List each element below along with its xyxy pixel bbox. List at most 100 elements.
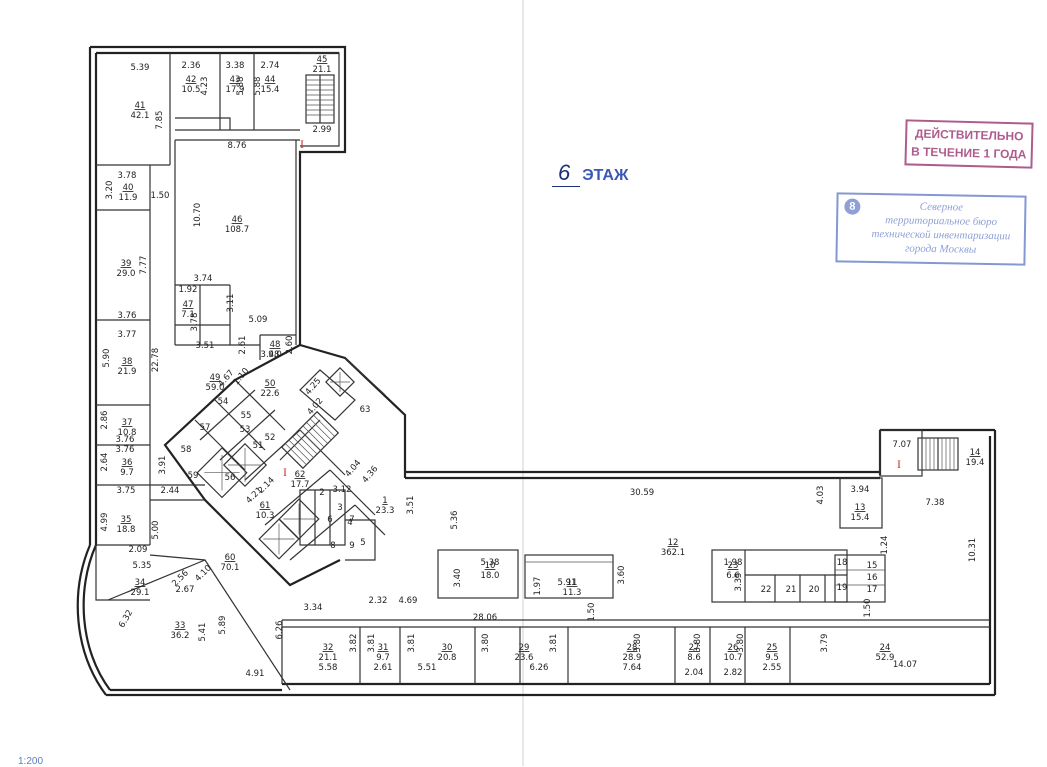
- room-area: 10.5: [182, 85, 201, 95]
- room-number: 13: [855, 503, 866, 513]
- dimension-label: 2.61: [238, 336, 248, 355]
- room-area: 108.7: [225, 225, 249, 235]
- small-room-number: 55: [241, 411, 252, 421]
- small-room-number: 19: [837, 583, 848, 593]
- room-number: 35: [121, 515, 132, 525]
- room-area: 42.1: [131, 111, 150, 121]
- room-area: 21.9: [118, 367, 137, 377]
- room-number: 30: [442, 643, 453, 653]
- floor-number: 6: [552, 160, 581, 187]
- dimension-label: 3.81: [407, 634, 417, 653]
- room-number: 37: [122, 418, 133, 428]
- dimension-label: 1.92: [179, 285, 198, 295]
- dimension-label: 5.51: [418, 663, 437, 673]
- dimension-label: 3.20: [105, 181, 115, 200]
- room-area: 15.4: [261, 85, 280, 95]
- dimension-label: 4.02: [306, 396, 326, 417]
- room-number: 49: [210, 373, 221, 383]
- bti-stamp-line3: технической инвентаризации: [871, 227, 1011, 243]
- small-room-number: 18: [837, 558, 848, 568]
- dimension-label: 3.91: [158, 456, 168, 475]
- dimension-label: 4.99: [100, 513, 110, 532]
- room-number: 40: [123, 183, 134, 193]
- room-number: 61: [260, 501, 271, 511]
- small-room-number: 21: [786, 585, 797, 595]
- room-area: 59.0: [206, 383, 225, 393]
- small-room-number: 54: [218, 397, 229, 407]
- small-room-number: 59: [188, 471, 199, 481]
- dimension-label: 4.25: [304, 376, 324, 397]
- dimension-label: 1.24: [880, 536, 890, 555]
- room-area: 6.6: [726, 571, 740, 581]
- room-area: 18.8: [117, 525, 136, 535]
- dimension-label: 3.79: [820, 634, 830, 653]
- dimension-label: 1.10: [232, 366, 252, 387]
- dimension-label: 3.12: [333, 485, 352, 495]
- dimension-label: 7.07: [893, 440, 912, 450]
- dimension-label: 3.81: [549, 634, 559, 653]
- dimension-label: 4.10: [193, 563, 213, 583]
- dimension-label: 4.04: [344, 458, 364, 479]
- dimension-label: 5.00: [151, 521, 161, 540]
- dimension-label: 3.75: [117, 486, 136, 496]
- dimension-label: 3.38: [226, 61, 245, 71]
- dimension-label: 3.74: [194, 274, 213, 284]
- room-number: 28: [627, 643, 638, 653]
- dimension-label: 7.38: [926, 498, 945, 508]
- small-room-number: 51: [253, 441, 264, 451]
- room-area: 10.7: [724, 653, 743, 663]
- room-number: 1: [382, 496, 387, 506]
- dimension-label: 3.80: [736, 634, 746, 653]
- dimension-label: 4.36: [361, 464, 381, 485]
- small-room-number: 57: [200, 423, 211, 433]
- dimension-label: 30.59: [630, 488, 654, 498]
- small-room-number: 15: [867, 561, 878, 571]
- small-room-number: 7: [349, 515, 354, 525]
- room-area: 8.6: [687, 653, 701, 663]
- room-area: 23.6: [515, 653, 534, 663]
- room-area: 19.4: [966, 458, 985, 468]
- dimension-label: 5.39: [131, 63, 150, 73]
- room-number: 26: [728, 643, 739, 653]
- room-number: 32: [323, 643, 334, 653]
- dimension-label: 1.98: [724, 558, 743, 568]
- section-mark: I: [283, 465, 287, 479]
- dimension-label: 3.51: [406, 496, 416, 515]
- validity-stamp-line2: В ТЕЧЕНИЕ 1 ГОДА: [910, 144, 1027, 162]
- dimension-label: 3.11: [226, 294, 236, 313]
- dimension-label: 5.41: [198, 623, 208, 642]
- validity-stamp: ДЕЙСТВИТЕЛЬНО В ТЕЧЕНИЕ 1 ГОДА: [904, 119, 1034, 169]
- dimension-label: 2.60: [285, 336, 295, 355]
- room-number: 34: [135, 578, 146, 588]
- room-number: 38: [122, 357, 133, 367]
- room-number: 46: [232, 215, 243, 225]
- dimension-label: 6.26: [530, 663, 549, 673]
- section-mark: I: [300, 137, 304, 151]
- dimension-label: 3.51: [196, 341, 215, 351]
- room-number: 24: [880, 643, 891, 653]
- section-mark: I: [897, 457, 901, 471]
- dimension-label: 14.07: [893, 660, 917, 670]
- room-area: 29.1: [131, 588, 150, 598]
- room-area: 21.1: [319, 653, 338, 663]
- dimension-label: 5.58: [319, 663, 338, 673]
- dimension-label: 1.50: [587, 603, 597, 622]
- dimension-label: 6.32: [117, 608, 135, 629]
- room-number: 43: [230, 75, 241, 85]
- dimension-label: 3.48: [261, 350, 280, 360]
- dimension-label: 3.76: [116, 445, 135, 455]
- west-stair: [305, 74, 335, 124]
- dimension-label: 3.40: [453, 569, 463, 588]
- small-room-number: 9: [349, 541, 354, 551]
- core-walls: [194, 357, 386, 561]
- room-number: 23: [728, 561, 739, 571]
- small-room-number: 58: [181, 445, 192, 455]
- room-area: 36.2: [171, 631, 190, 641]
- room-number: 39: [121, 259, 132, 269]
- small-room-number: 20: [809, 585, 820, 595]
- dimension-label: 1.50: [863, 599, 873, 618]
- room-area: 18.0: [481, 571, 500, 581]
- room-number: 33: [175, 621, 186, 631]
- room-labels: 4142.14210.54317.94415.44521.146108.7401…: [117, 55, 985, 663]
